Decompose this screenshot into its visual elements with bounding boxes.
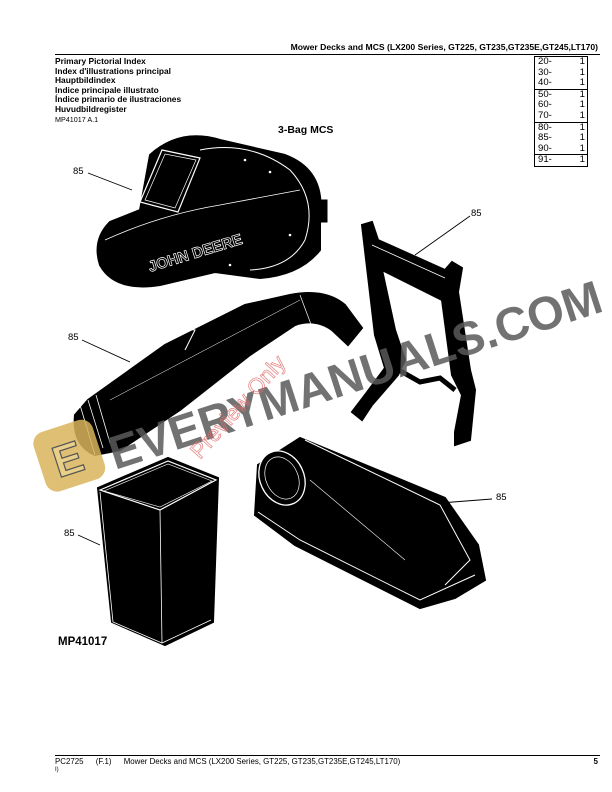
table-group: 20-1 30-1 40-1: [534, 56, 588, 90]
callout-85-chute[interactable]: 85: [68, 332, 79, 343]
table-group: 50-1 60-1 70-1: [534, 88, 588, 123]
leader-lines: [77, 172, 493, 546]
bag-cover-part: [253, 436, 487, 610]
table-row[interactable]: 90-1: [538, 142, 585, 154]
index-title-block: Primary Pictorial Index Index d'illustra…: [55, 56, 182, 115]
table-row[interactable]: 60-1: [538, 99, 585, 111]
callout-85-hood[interactable]: 85: [73, 166, 84, 177]
header-divider: [55, 54, 600, 55]
index-line: Hauptbildindex: [55, 75, 116, 86]
table-row[interactable]: 30-1: [538, 66, 585, 78]
index-line: Índice primario de ilustraciones: [55, 94, 182, 105]
table-group: 91-1: [534, 155, 588, 167]
table-row[interactable]: 80-1: [538, 121, 585, 133]
table-row[interactable]: 70-1: [538, 109, 585, 121]
table-group: 80-1 85-1 90-1: [534, 121, 588, 156]
table-row[interactable]: 91-1: [538, 154, 585, 166]
bag-frame-part: [350, 220, 477, 447]
footer-revision: (F.1): [95, 757, 112, 766]
table-row[interactable]: 85-1: [538, 132, 585, 144]
discharge-chute-part: [73, 292, 364, 457]
header-title: Mower Decks and MCS (LX200 Series, GT225…: [290, 42, 598, 52]
figure-label: 3-Bag MCS: [278, 124, 334, 136]
table-row[interactable]: 20-1: [538, 56, 585, 67]
callout-85-container[interactable]: 85: [64, 528, 75, 539]
bag-container-part: [96, 456, 220, 647]
table-row[interactable]: 50-1: [538, 88, 585, 100]
index-line: Primary Pictorial Index: [55, 56, 146, 66]
index-line: Huvudbildregister: [55, 103, 127, 114]
callout-85-cover[interactable]: 85: [496, 492, 507, 503]
index-line: Index d'illustrations principal: [55, 65, 172, 76]
blower-hood-part: JOHN DEERE: [96, 135, 328, 288]
index-line: Indice principale illustrato: [55, 84, 159, 95]
footer-divider: [55, 755, 600, 756]
table-row[interactable]: 40-1: [538, 77, 585, 89]
section-page-table: 20-1 30-1 40-1 50-1 60-1 70-1 80-1 85-1 …: [534, 56, 588, 167]
footer-title: Mower Decks and MCS (LX200 Series, GT225…: [123, 757, 401, 766]
page-number: 5: [593, 757, 598, 766]
footer-sub: I): [55, 767, 59, 773]
figure-id: MP41017: [58, 636, 108, 648]
footer-doc-code: PC2725: [55, 757, 84, 766]
reference-code: MP41017 A.1: [55, 115, 99, 124]
callout-85-frame[interactable]: 85: [471, 208, 482, 219]
